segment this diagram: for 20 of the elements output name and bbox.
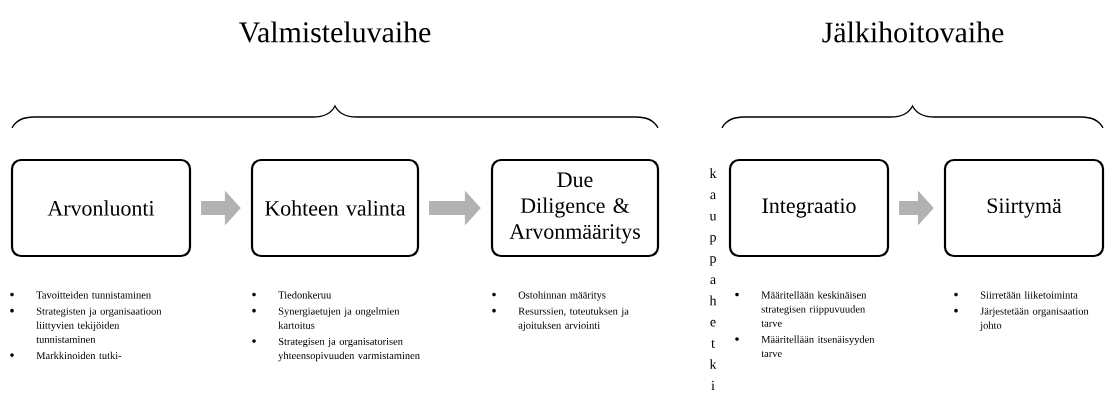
bullet-item: Tiedonkeruu bbox=[252, 291, 332, 299]
bullet-item: Resurssien, toteutuksen ja ajoituksen arviointi bbox=[492, 307, 629, 331]
bullet-item: Järjestetään organisaation johto bbox=[954, 307, 1089, 331]
bullet-item: Määritellään keskinäisen strategisen riippuvuuden tarve bbox=[735, 291, 867, 327]
phase-title: Valmisteluvaihe bbox=[239, 21, 431, 43]
process-box: Siirtymä bbox=[943, 158, 1105, 258]
bullet-item: Ostohinnan määritys bbox=[492, 291, 606, 301]
bullet-item: Strategisten ja organisaatioon liittyvien tekijöiden tunnistaminen bbox=[10, 307, 162, 343]
phase-title: Jälkihoitovaihe bbox=[822, 21, 1004, 43]
bullet-item: Strategisen ja organisatorisen yhteensopivuuden varmistaminen bbox=[252, 337, 420, 362]
bullet-item: Siirretään liiketoiminta bbox=[954, 291, 1078, 299]
bullet-item: Markkinoiden tutki- bbox=[10, 351, 122, 360]
bullet-item: Synergiaetujen ja ongelmien kartoitus bbox=[252, 307, 400, 329]
process-box: Integraatio bbox=[728, 158, 890, 258]
bullet-item: Tavoitteiden tunnistaminen bbox=[10, 291, 151, 299]
process-box: Due Diligence & Arvonmääritys bbox=[490, 158, 660, 258]
vertical-label: kauppahetki bbox=[709, 168, 717, 391]
bullet-item: Määritellään itsenäisyyden tarve bbox=[735, 335, 875, 358]
process-box: Kohteen valinta bbox=[250, 158, 420, 258]
process-box: Arvonluonti bbox=[10, 158, 192, 258]
